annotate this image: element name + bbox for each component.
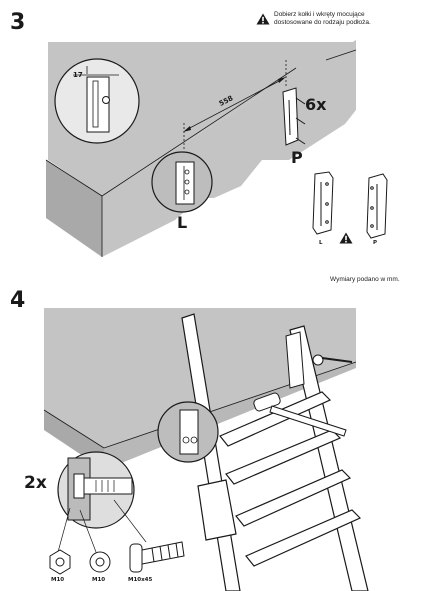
step-4-illustration	[43, 308, 369, 591]
step-3-number: 3	[10, 10, 26, 35]
label-left-bracket: L	[177, 213, 188, 232]
step-4-number: 4	[10, 288, 26, 313]
part-nut-label: M10	[51, 577, 65, 583]
detail-magnifier-left-bracket	[150, 150, 214, 214]
warning-icon	[339, 232, 353, 244]
part-washer-label: M10	[92, 577, 106, 583]
unit-note: Wymiary podano w mm.	[330, 276, 400, 283]
quantity-step4: 2x	[24, 473, 47, 493]
warning-line-2: dostosowane do rodzaju podłoża.	[274, 19, 371, 26]
dimension-depth: 17	[73, 71, 83, 79]
warning-line-1: Dobierz kołki i wkręty mocujące	[274, 11, 365, 18]
detail-magnifier-top	[53, 57, 141, 145]
label-right-bracket: P	[291, 148, 303, 167]
quantity-step3: 6x	[305, 95, 327, 114]
bracket-comparison	[312, 171, 388, 239]
bracket-label-left: L	[319, 240, 323, 246]
part-bolt-label: M10x45	[128, 577, 153, 583]
warning-note: Dobierz kołki i wkręty mocujące dostosow…	[274, 11, 424, 27]
warning-icon	[256, 13, 270, 25]
bracket-label-right: P	[373, 240, 378, 246]
